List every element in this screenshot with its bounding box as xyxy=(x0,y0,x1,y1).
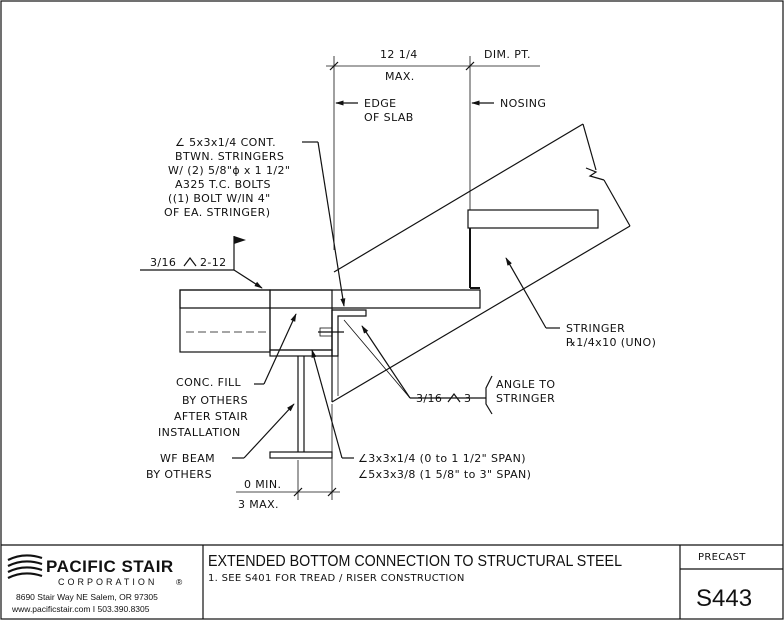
edge-nosing-callouts: EDGE OF SLAB NOSING xyxy=(335,97,546,124)
weld-symbol-top: 3/16 2-12 xyxy=(140,236,263,289)
company-address: 8690 Stair Way NE Salem, OR 97305 xyxy=(16,592,158,602)
dim-top-value: 12 1/4 xyxy=(380,48,418,61)
weld-top-length: 2-12 xyxy=(200,256,227,269)
angle-cont-line4: A325 T.C. BOLTS xyxy=(175,178,271,191)
conc-fill-line2: BY OTHERS xyxy=(182,394,248,407)
company-logo-icon xyxy=(7,554,43,579)
conc-fill-line4: INSTALLATION xyxy=(158,426,241,439)
precast-tread xyxy=(467,209,599,289)
conc-fill-callout: CONC. FILL BY OTHERS AFTER STAIR INSTALL… xyxy=(158,313,297,439)
steel-angle xyxy=(318,309,367,357)
stringer-callout: STRINGER ℞1/4x10 (UNO) xyxy=(505,257,656,349)
angle-cont-line2: BTWN. STRINGERS xyxy=(175,150,284,163)
angle-span-line2: ∠5x3x3/8 (1 5/8" to 3" SPAN) xyxy=(358,468,531,481)
nosing-label: NOSING xyxy=(500,97,546,110)
angle-cont-line3: W/ (2) 5/8"ϕ x 1 1/2" xyxy=(168,164,290,177)
bottom-dimension: 0 MIN. 3 MAX. xyxy=(236,404,340,511)
company-name: PACIFIC STAIR xyxy=(46,557,174,576)
dim-bottom-min: 0 MIN. xyxy=(244,478,281,491)
edge-of-slab-line1: EDGE xyxy=(364,97,397,110)
angle-span-line1: ∠3x3x1/4 (0 to 1 1/2" SPAN) xyxy=(358,452,526,465)
angle-cont-line5: ((1) BOLT W/IN 4" xyxy=(168,192,271,205)
wf-beam-callout: WF BEAM BY OTHERS xyxy=(146,403,295,481)
wf-beam xyxy=(269,349,333,459)
conc-fill-line1: CONC. FILL xyxy=(176,376,242,389)
stringer-label-line2: ℞1/4x10 (UNO) xyxy=(566,336,656,349)
sheet-number: S443 xyxy=(696,585,752,612)
weld-symbol-angle: 3/16 3 ANGLE TO STRINGER xyxy=(343,319,555,415)
category-label: PRECAST xyxy=(698,552,746,563)
company-contact: www.pacificstair.com I 503.390.8305 xyxy=(11,604,150,614)
wf-beam-line1: WF BEAM xyxy=(160,452,215,465)
top-dimension: 12 1/4 MAX. DIM. PT. xyxy=(326,48,540,250)
edge-of-slab-line2: OF SLAB xyxy=(364,111,414,124)
weld-angle-length: 3 xyxy=(464,392,471,405)
angle-to-stringer-line2: STRINGER xyxy=(496,392,555,405)
stringer xyxy=(331,123,631,403)
angle-cont-line6: OF EA. STRINGER) xyxy=(164,206,270,219)
angle-to-stringer-line1: ANGLE TO xyxy=(496,378,555,391)
dim-bottom-max: 3 MAX. xyxy=(238,498,279,511)
registered-mark: ® xyxy=(176,577,183,587)
angle-cont-line1: ∠ 5x3x1/4 CONT. xyxy=(175,136,276,149)
dim-top-max: MAX. xyxy=(385,70,415,83)
weld-angle-size: 3/16 xyxy=(416,392,442,405)
weld-top-size: 3/16 xyxy=(150,256,176,269)
stringer-label-line1: STRINGER xyxy=(566,322,625,335)
angle-cont-callout: ∠ 5x3x1/4 CONT. BTWN. STRINGERS W/ (2) 5… xyxy=(164,136,346,307)
concrete-slab xyxy=(179,289,481,353)
dim-point-label: DIM. PT. xyxy=(484,48,531,61)
drawing-title: EXTENDED BOTTOM CONNECTION TO STRUCTURAL… xyxy=(208,553,622,570)
title-block: PACIFIC STAIR CORPORATION ® 8690 Stair W… xyxy=(1,544,783,619)
wf-beam-line2: BY OTHERS xyxy=(146,468,212,481)
drawing-note: 1. SEE S401 FOR TREAD / RISER CONSTRUCTI… xyxy=(208,573,465,584)
angle-span-callout: ∠3x3x1/4 (0 to 1 1/2" SPAN) ∠5x3x3/8 (1 … xyxy=(311,349,531,481)
conc-fill-line3: AFTER STAIR xyxy=(174,410,248,423)
company-corporation: CORPORATION xyxy=(58,577,157,587)
